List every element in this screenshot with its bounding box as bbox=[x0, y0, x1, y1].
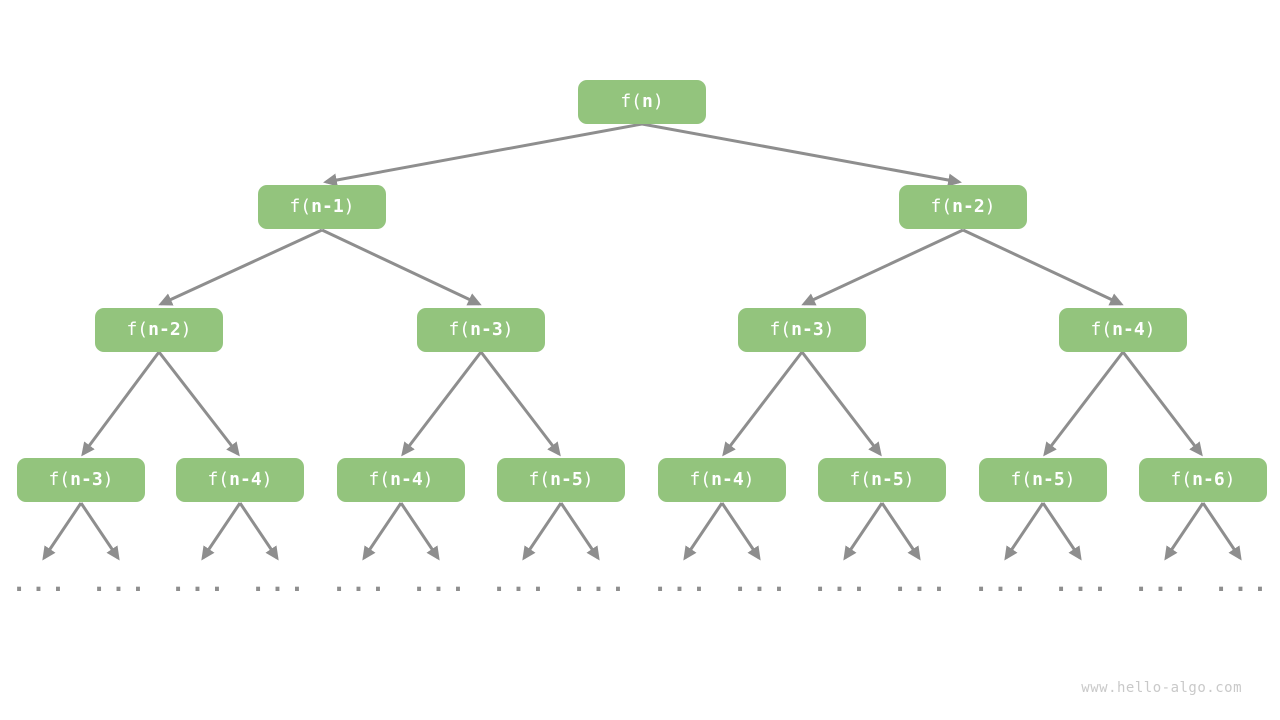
tree-node-L3-2: f(n-4) bbox=[337, 458, 465, 502]
ellipsis-leaf: ... bbox=[411, 569, 471, 597]
tree-node-L3-5: f(n-5) bbox=[818, 458, 946, 502]
ellipsis-leaf: ... bbox=[250, 569, 310, 597]
node-label: f( bbox=[769, 319, 792, 340]
node-label: f( bbox=[849, 469, 872, 490]
tree-node-L3-7: f(n-6) bbox=[1139, 458, 1267, 502]
ellipsis-leaf: ... bbox=[1053, 569, 1113, 597]
node-label-bold: n-4 bbox=[390, 469, 423, 490]
node-label: f( bbox=[930, 196, 953, 217]
tree-node-L2-1: f(n-3) bbox=[417, 308, 545, 352]
node-label: ) bbox=[823, 319, 835, 340]
node-label-bold: n-3 bbox=[470, 319, 503, 340]
ellipsis-leaf: ... bbox=[1213, 569, 1273, 597]
node-label-bold: n-2 bbox=[952, 196, 985, 217]
node-label-bold: n-5 bbox=[550, 469, 583, 490]
tree-node-L3-0: f(n-3) bbox=[17, 458, 145, 502]
node-label: f( bbox=[368, 469, 391, 490]
node-label-bold: n-4 bbox=[1112, 319, 1145, 340]
ellipsis-leaf: ... bbox=[1133, 569, 1193, 597]
ellipsis-leaf: ... bbox=[732, 569, 792, 597]
tree-node-L1-0: f(n-1) bbox=[258, 185, 386, 229]
node-label-bold: n-5 bbox=[871, 469, 904, 490]
node-label: f( bbox=[528, 469, 551, 490]
node-label: ) bbox=[1064, 469, 1076, 490]
node-label: ) bbox=[903, 469, 915, 490]
ellipsis-leaf: ... bbox=[491, 569, 551, 597]
node-label-bold: n bbox=[642, 91, 653, 112]
ellipsis-leaf: ... bbox=[11, 569, 71, 597]
ellipsis-leaf: ... bbox=[571, 569, 631, 597]
node-label: ) bbox=[343, 196, 355, 217]
node-label-bold: n-1 bbox=[311, 196, 344, 217]
node-label-bold: n-4 bbox=[229, 469, 262, 490]
node-label-bold: n-4 bbox=[711, 469, 744, 490]
node-label: f( bbox=[207, 469, 230, 490]
node-label: ) bbox=[180, 319, 192, 340]
node-label: f( bbox=[689, 469, 712, 490]
node-label-bold: n-3 bbox=[791, 319, 824, 340]
node-label: ) bbox=[102, 469, 114, 490]
ellipsis-leaf: ... bbox=[331, 569, 391, 597]
node-label: f( bbox=[1090, 319, 1113, 340]
node-label: ) bbox=[422, 469, 434, 490]
tree-node-L3-6: f(n-5) bbox=[979, 458, 1107, 502]
node-label: f( bbox=[1170, 469, 1193, 490]
tree-node-L0-0: f(n) bbox=[578, 80, 706, 124]
node-label: ) bbox=[261, 469, 273, 490]
node-label: ) bbox=[1224, 469, 1236, 490]
watermark: www.hello-algo.com bbox=[1081, 680, 1242, 696]
tree-node-L3-3: f(n-5) bbox=[497, 458, 625, 502]
tree-node-L3-4: f(n-4) bbox=[658, 458, 786, 502]
node-label-bold: n-5 bbox=[1032, 469, 1065, 490]
node-label: f( bbox=[289, 196, 312, 217]
tree-node-L2-3: f(n-4) bbox=[1059, 308, 1187, 352]
node-label: ) bbox=[984, 196, 996, 217]
node-label: ) bbox=[743, 469, 755, 490]
ellipsis-leaf: ... bbox=[973, 569, 1033, 597]
node-label: ) bbox=[502, 319, 514, 340]
node-label-bold: n-2 bbox=[148, 319, 181, 340]
node-label: f( bbox=[448, 319, 471, 340]
node-label: f( bbox=[620, 91, 642, 112]
node-label: ) bbox=[652, 91, 664, 112]
tree-node-L2-0: f(n-2) bbox=[95, 308, 223, 352]
ellipsis-leaf: ... bbox=[892, 569, 952, 597]
node-label: f( bbox=[48, 469, 71, 490]
ellipsis-leaf: ... bbox=[170, 569, 230, 597]
ellipsis-leaf: ... bbox=[91, 569, 151, 597]
tree-node-L3-1: f(n-4) bbox=[176, 458, 304, 502]
node-label: f( bbox=[1010, 469, 1033, 490]
tree-node-L1-1: f(n-2) bbox=[899, 185, 1027, 229]
ellipsis-leaf: ... bbox=[652, 569, 712, 597]
ellipsis-leaf: ... bbox=[812, 569, 872, 597]
node-label-bold: n-6 bbox=[1192, 469, 1225, 490]
tree-node-L2-2: f(n-3) bbox=[738, 308, 866, 352]
node-label: ) bbox=[582, 469, 594, 490]
node-label: ) bbox=[1144, 319, 1156, 340]
node-label: f( bbox=[126, 319, 149, 340]
node-label-bold: n-3 bbox=[70, 469, 103, 490]
